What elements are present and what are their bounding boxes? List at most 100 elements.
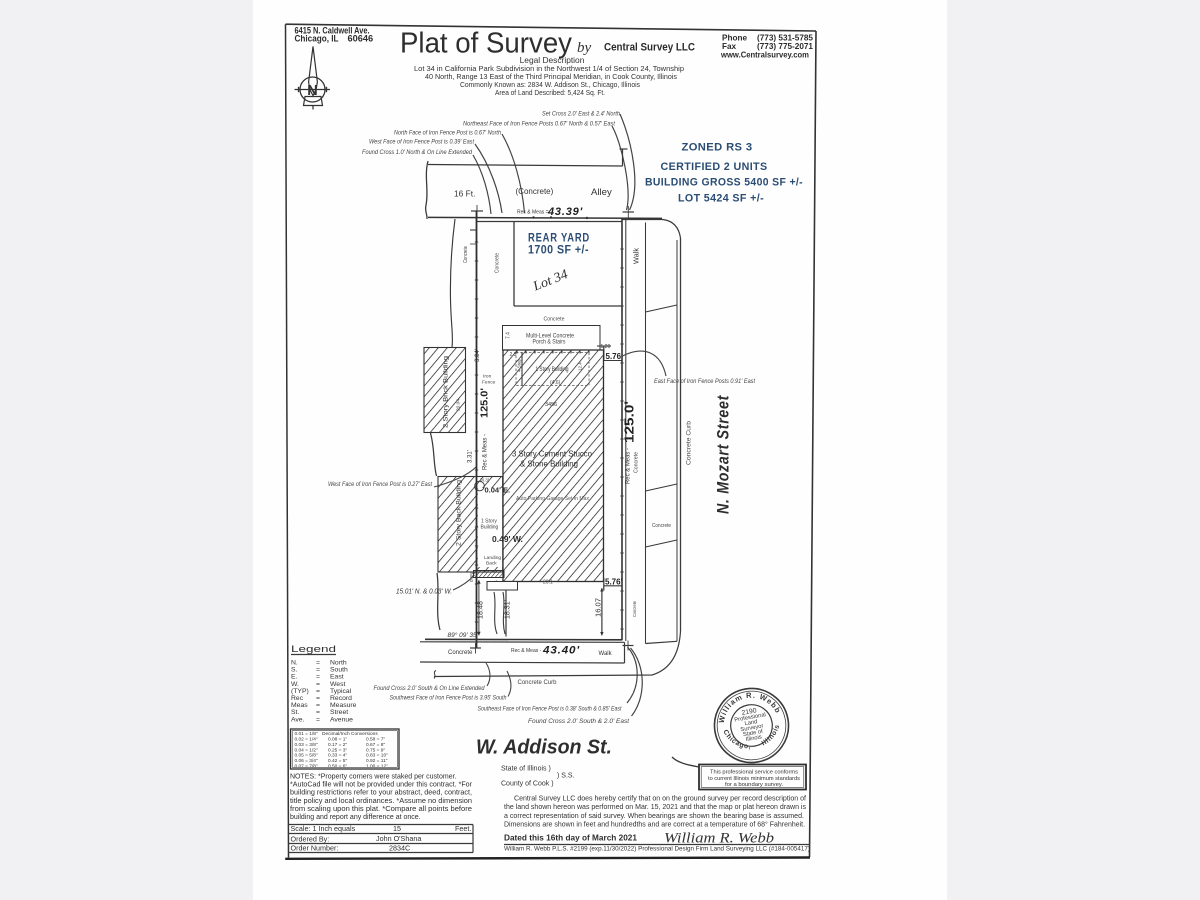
- svg-text:Concrete: Concrete: [652, 523, 671, 529]
- svg-text:North Face of Iron Fence Post: North Face of Iron Fence Post is 0.67' N…: [394, 130, 501, 137]
- svg-text:Back: Back: [486, 561, 497, 567]
- svg-text:& Stone Building: & Stone Building: [520, 460, 578, 469]
- svg-text:6415 N. Caldwell Ave.: 6415 N. Caldwell Ave.: [295, 26, 370, 36]
- svg-text:the land shown hereon was perf: the land shown hereon was performed on M…: [504, 802, 806, 811]
- svg-text:2 Story Brick Building: 2 Story Brick Building: [443, 355, 450, 428]
- svg-text:Found Cross 1.0' North & On Li: Found Cross 1.0' North & On Line Extende…: [362, 149, 473, 156]
- svg-text:Concrete Curb: Concrete Curb: [686, 421, 693, 465]
- svg-text:Legal Description: Legal Description: [520, 55, 585, 65]
- svg-text:Concrete: Concrete: [495, 253, 501, 273]
- svg-text:Rec: Rec: [291, 695, 304, 702]
- svg-text:LOT 5424 SF +/-: LOT 5424 SF +/-: [678, 193, 764, 205]
- svg-text:Avenue: Avenue: [330, 716, 353, 723]
- svg-text:from scaling upon this plat.: from scaling upon this plat. *Compare al…: [290, 806, 472, 813]
- svg-text:(Concrete): (Concrete): [516, 187, 554, 196]
- svg-text:=: =: [316, 660, 320, 667]
- svg-text:20.04: 20.04: [456, 399, 462, 411]
- svg-text:by: by: [577, 40, 592, 56]
- svg-text:Plat of Survey: Plat of Survey: [400, 28, 573, 60]
- svg-text:West Face of Iron Fence Post i: West Face of Iron Fence Post is 0.27' Ea…: [328, 481, 433, 488]
- svg-text:Order Number:: Order Number:: [291, 844, 339, 853]
- svg-text:W. Addison St.: W. Addison St.: [476, 736, 612, 759]
- svg-text:www.Centralsurvey.com: www.Centralsurvey.com: [720, 49, 809, 59]
- svg-text:S.: S.: [291, 667, 298, 674]
- svg-text:Surveyor: Surveyor: [740, 723, 764, 733]
- svg-text:William R. Webb P.L.S. #2199: William R. Webb P.L.S. #2199 (exp.11/30/…: [504, 846, 810, 853]
- svg-text:N: N: [307, 83, 317, 99]
- svg-text:Legend: Legend: [291, 644, 336, 654]
- svg-text:West Face of Iron Fence Post i: West Face of Iron Fence Post is 0.39' Ea…: [369, 139, 474, 146]
- svg-text:Decimal/Inch Conversions: Decimal/Inch Conversions: [322, 731, 378, 737]
- svg-text:W.: W.: [291, 681, 299, 688]
- svg-text:18.48: 18.48: [478, 601, 485, 619]
- svg-text:North: North: [330, 660, 347, 667]
- svg-text:Building: Building: [481, 525, 499, 531]
- svg-text:BUILDING GROSS 5400 SF +/-: BUILDING GROSS 5400 SF +/-: [645, 177, 803, 189]
- svg-text:Professional: Professional: [734, 712, 766, 723]
- svg-text:43.40': 43.40': [542, 645, 580, 657]
- svg-text:0.03 = 3/8": 0.03 = 3/8": [295, 742, 318, 748]
- svg-text:0.33 = 4": 0.33 = 4": [328, 753, 347, 759]
- svg-text:=: =: [316, 716, 320, 723]
- svg-text:0.17 = 2": 0.17 = 2": [328, 742, 347, 748]
- svg-text:(773) 775-2071: (773) 775-2071: [757, 42, 813, 51]
- svg-text:*AutoCad file will not be prov: *AutoCad file will not be provided under…: [290, 782, 473, 789]
- svg-text:5.76': 5.76': [605, 578, 623, 587]
- svg-text:Iron: Iron: [483, 374, 492, 380]
- svg-text:Land: Land: [744, 719, 758, 727]
- svg-text:0.05 = 5/8": 0.05 = 5/8": [295, 753, 318, 759]
- svg-text:3 Story Cement Stucco: 3 Story Cement Stucco: [512, 450, 593, 459]
- svg-text:Record: Record: [330, 695, 352, 702]
- svg-text:REAR YARD: REAR YARD: [528, 231, 590, 245]
- svg-text:3.31': 3.31': [468, 450, 474, 463]
- svg-text:Ordered By:: Ordered By:: [291, 835, 330, 844]
- svg-text:(TYP): (TYP): [291, 688, 309, 695]
- svg-text:ZONED RS 3: ZONED RS 3: [682, 142, 753, 154]
- svg-text:Southeast Face of Iron Fence P: Southeast Face of Iron Fence Post is 0.3…: [478, 706, 622, 713]
- svg-text:State of Illinois ): State of Illinois ): [501, 766, 551, 773]
- svg-text:Lot 34 in California Park Subd: Lot 34 in California Park Subdivision in…: [414, 65, 684, 73]
- svg-text:for a boundary survey.: for a boundary survey.: [725, 782, 783, 788]
- svg-text:0.42 = 5": 0.42 = 5": [328, 758, 347, 764]
- svg-text:building restrictions refer to: building restrictions refer to your abst…: [290, 790, 472, 797]
- svg-text:=: =: [316, 674, 320, 681]
- svg-text:Northeast Face of Iron Fence P: Northeast Face of Iron Fence Posts 0.67'…: [463, 121, 615, 128]
- svg-text:County of Cook ): County of Cook ): [501, 781, 554, 788]
- svg-text:Concrete: Concrete: [448, 650, 473, 656]
- svg-text:4 Step: 4 Step: [517, 358, 522, 372]
- svg-text:2834C: 2834C: [389, 844, 410, 853]
- svg-text:CERTIFIED 2 UNITS: CERTIFIED 2 UNITS: [661, 161, 768, 173]
- svg-text:15.01' N. & 0.03' W.: 15.01' N. & 0.03' W.: [396, 589, 452, 596]
- svg-text:=: =: [316, 667, 320, 674]
- svg-text:0.50 = 6": 0.50 = 6": [328, 763, 347, 769]
- svg-text:(773) 531-5785: (773) 531-5785: [757, 34, 813, 43]
- svg-text:2 Story Back Building: 2 Story Back Building: [456, 479, 463, 546]
- svg-text:West: West: [330, 681, 345, 688]
- svg-text:William R. Webb: William R. Webb: [664, 831, 775, 847]
- svg-text:1.00 = 12": 1.00 = 12": [366, 763, 388, 769]
- svg-text:Chicago, IL: Chicago, IL: [295, 34, 339, 44]
- svg-text:Concrete Curb: Concrete Curb: [518, 680, 558, 686]
- svg-text:0.25 = 3": 0.25 = 3": [328, 747, 347, 753]
- svg-text:0.02 = 1/4": 0.02 = 1/4": [295, 737, 318, 743]
- svg-text:16.07: 16.07: [596, 598, 603, 617]
- svg-text:a correct representation of sa: a correct representation of said survey.…: [504, 811, 804, 820]
- svg-text:0.04 = 1/2": 0.04 = 1/2": [295, 747, 318, 753]
- svg-text:0.6N: 0.6N: [469, 572, 474, 582]
- svg-text:St.: St.: [291, 709, 299, 716]
- svg-text:0.92 = 11": 0.92 = 11": [366, 758, 388, 764]
- svg-text:0.08 = 1": 0.08 = 1": [328, 737, 347, 743]
- svg-text:Measure: Measure: [330, 702, 357, 709]
- svg-text:Concrete: Concrete: [632, 601, 638, 617]
- svg-text:0.07 = 7/8": 0.07 = 7/8": [295, 763, 318, 769]
- svg-text:Concrete: Concrete: [544, 317, 565, 323]
- svg-text:0.06 = 3/4": 0.06 = 3/4": [295, 758, 318, 764]
- svg-text:0.75 = 9": 0.75 = 9": [366, 747, 385, 753]
- svg-text:Found Cross 2.0' South & 2.0': Found Cross 2.0' South & 2.0' East: [528, 718, 629, 725]
- svg-text:title policy and local ordinan: title policy and local ordinances. *Assu…: [290, 798, 472, 805]
- svg-text:Rec & Meas -: Rec & Meas -: [483, 434, 489, 470]
- svg-text:1.20: 1.20: [601, 344, 611, 350]
- svg-text:Alley: Alley: [591, 187, 612, 198]
- svg-text:18.31': 18.31': [505, 600, 512, 619]
- svg-text:Southwest Face of Iron Fence P: Southwest Face of Iron Fence Post is 3.9…: [390, 695, 507, 702]
